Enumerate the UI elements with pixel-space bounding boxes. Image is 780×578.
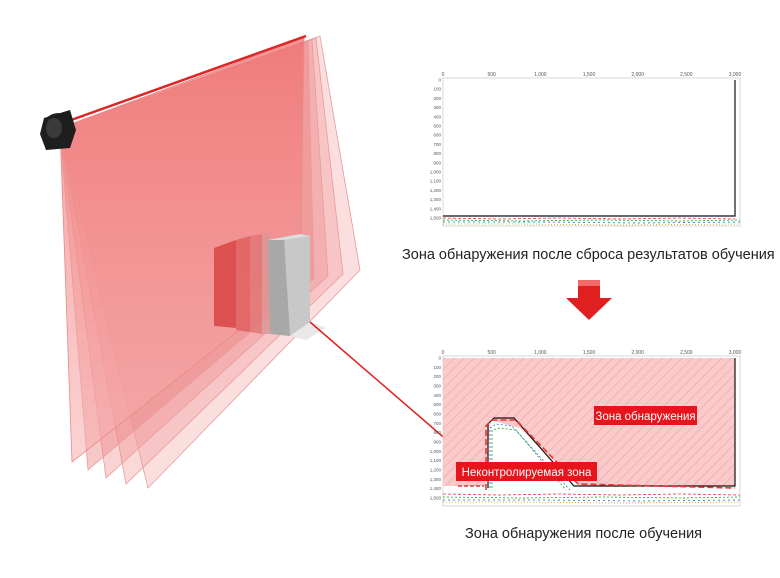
object-contour-green — [491, 427, 567, 491]
x-tick-label: 500 — [487, 72, 496, 78]
x-tick-label: 1,500 — [583, 72, 596, 78]
detection-zone-label-bg — [594, 406, 697, 425]
chart-after-scan-red — [442, 493, 741, 496]
x-tick-label: 1,000 — [534, 72, 547, 78]
chart-before-x-ticks: 0 500 1,000 1,500 2,000 2,500 3,000 — [442, 72, 742, 78]
y-tick-label: 700 — [433, 421, 441, 426]
chart-before-scan-red — [442, 217, 736, 220]
y-tick-label: 1,500 — [430, 496, 442, 501]
chart-before: 0 500 1,000 1,500 2,000 2,500 3,000 0 100 200 300… — [430, 72, 742, 227]
x-tick-label: 3,000 — [729, 350, 742, 356]
y-tick-label: 1,100 — [430, 179, 442, 184]
y-tick-label: 700 — [433, 142, 441, 147]
chart-after-scan-green — [442, 496, 741, 499]
x-tick-label: 2,500 — [680, 350, 693, 356]
y-tick-label: 1,200 — [430, 188, 442, 193]
y-tick-label: 100 — [433, 365, 441, 370]
y-tick-label: 900 — [433, 160, 441, 165]
y-tick-label: 300 — [433, 105, 441, 110]
y-tick-label: 800 — [433, 151, 441, 156]
y-tick-label: 1,300 — [430, 197, 442, 202]
y-tick-label: 200 — [433, 374, 441, 379]
chart-before-plot — [442, 77, 741, 227]
y-tick-label: 100 — [433, 87, 441, 92]
x-tick-label: 3,000 — [729, 72, 742, 78]
target-object — [214, 232, 326, 340]
y-tick-label: 1,100 — [430, 458, 442, 463]
uncontrolled-zone-label-bg — [456, 462, 597, 481]
caption-before-teaching: Зона обнаружения после сброса результато… — [402, 247, 775, 263]
y-tick-label: 1,200 — [430, 468, 442, 473]
x-tick-label: 2,000 — [631, 350, 644, 356]
detection-zone-area — [443, 358, 735, 486]
y-tick-label: 1,500 — [430, 216, 442, 221]
y-tick-label: 300 — [433, 384, 441, 389]
box-front — [284, 236, 310, 336]
y-tick-label: 800 — [433, 430, 441, 435]
object-contour-blue — [489, 423, 571, 491]
down-arrow-icon — [566, 280, 612, 320]
object-shadow-3 — [250, 234, 262, 334]
chart-after-y-ticks: 0 100 200 300 400 500 600 700 800 900 1,000 1,100 1,… — [430, 356, 442, 501]
y-tick-label: 600 — [433, 133, 441, 138]
x-tick-label: 0 — [442, 350, 445, 356]
chart-after-scan-gold — [443, 501, 741, 504]
y-tick-label: 0 — [438, 356, 441, 361]
y-tick-label: 1,000 — [430, 449, 442, 454]
y-tick-label: 1,400 — [430, 486, 442, 491]
x-tick-label: 2,500 — [680, 72, 693, 78]
detection-zone-label: Зона обнаружения — [595, 411, 695, 423]
y-tick-label: 1,300 — [430, 477, 442, 482]
object-shadow-4 — [262, 232, 270, 334]
box-top — [268, 234, 310, 240]
chart-before-scan-gold — [443, 223, 741, 226]
x-tick-label: 0 — [442, 72, 445, 78]
y-tick-label: 900 — [433, 440, 441, 445]
uncontrolled-zone-label: Неконтролируемая зона — [462, 467, 592, 479]
x-tick-label: 1,500 — [583, 350, 596, 356]
y-tick-label: 600 — [433, 412, 441, 417]
y-tick-label: 400 — [433, 393, 441, 398]
object-shadow-1 — [214, 240, 236, 328]
y-tick-label: 500 — [433, 402, 441, 407]
object-shadow-2 — [236, 236, 250, 332]
y-tick-label: 1,400 — [430, 206, 442, 211]
y-tick-label: 500 — [433, 124, 441, 129]
chart-before-y-ticks: 0 100 200 300 400 500 600 700 800 900 1,000 1,100 1,… — [430, 78, 442, 221]
chart-before-scan-green — [442, 219, 741, 222]
laser-scanner-device — [40, 110, 76, 150]
y-tick-label: 1,000 — [430, 170, 442, 175]
object-contour-red — [485, 419, 736, 490]
chart-after: 0 500 1,000 1,500 2,000 2,500 3,000 0 100 200 300… — [430, 350, 742, 507]
laser-top-edge — [59, 34, 307, 126]
x-tick-label: 2,000 — [631, 72, 644, 78]
laser-fan — [59, 34, 361, 489]
box-side — [268, 236, 290, 336]
caption-after-teaching: Зона обнаружения после обучения — [465, 526, 703, 542]
x-tick-label: 1,000 — [534, 350, 547, 356]
y-tick-label: 0 — [438, 78, 441, 83]
chart-before-zone-outline — [443, 80, 736, 217]
chart-after-x-ticks: 0 500 1,000 1,500 2,000 2,500 3,000 — [442, 350, 742, 356]
x-tick-label: 500 — [487, 350, 496, 356]
y-tick-label: 400 — [433, 114, 441, 119]
y-tick-label: 200 — [433, 96, 441, 101]
box-floor-shadow — [290, 322, 326, 340]
